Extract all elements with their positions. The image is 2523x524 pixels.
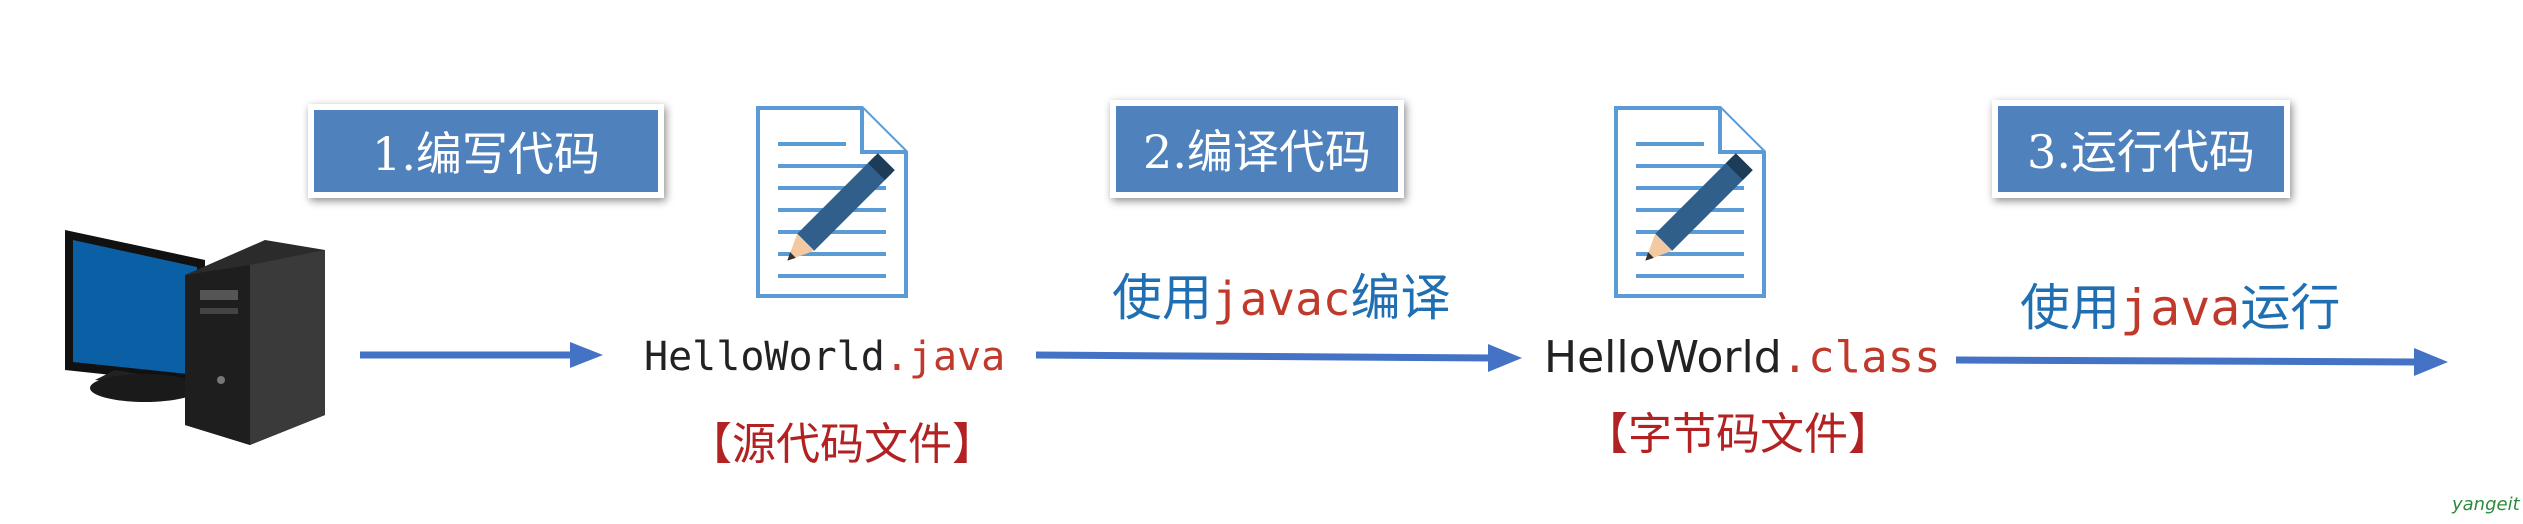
step-label: 2.编译代码 — [1143, 125, 1371, 179]
step-label: 3.运行代码 — [2027, 125, 2255, 179]
watermark: yangeit — [2452, 494, 2520, 515]
document-edit-icon — [1614, 106, 1766, 298]
note-suffix: 运行 — [2240, 279, 2341, 337]
bytecode-file-caption: 【字节码文件】 — [1584, 409, 1892, 460]
compile-note: 使用javac编译 — [1112, 258, 1450, 330]
note-suffix: 编译 — [1350, 269, 1451, 327]
file-name: HelloWorld — [644, 334, 885, 380]
arrow-right-1 — [360, 342, 603, 368]
run-note: 使用java运行 — [2020, 268, 2340, 340]
file-extension: .java — [884, 334, 1006, 380]
document-edit-icon — [756, 106, 908, 298]
step-box-compile: 2.编译代码 — [1110, 100, 1404, 198]
arrow-right-3 — [1956, 348, 2448, 376]
note-prefix: 使用 — [1112, 269, 1212, 327]
note-command: javac — [1212, 272, 1351, 326]
bytecode-file-name: HelloWorld.class — [1544, 332, 1941, 383]
file-extension: .class — [1781, 332, 1941, 383]
source-file-name: HelloWorld.java — [644, 334, 1005, 380]
note-command: java — [2120, 279, 2241, 337]
step-label: 1.编写代码 — [372, 127, 600, 181]
file-name: HelloWorld — [1544, 332, 1782, 383]
source-file-caption: 【源代码文件】 — [688, 419, 996, 470]
arrow-right-2 — [1036, 344, 1522, 372]
note-prefix: 使用 — [2020, 279, 2120, 337]
computer-icon — [65, 230, 325, 445]
step-box-run: 3.运行代码 — [1992, 100, 2290, 198]
step-box-write: 1.编写代码 — [308, 104, 664, 198]
